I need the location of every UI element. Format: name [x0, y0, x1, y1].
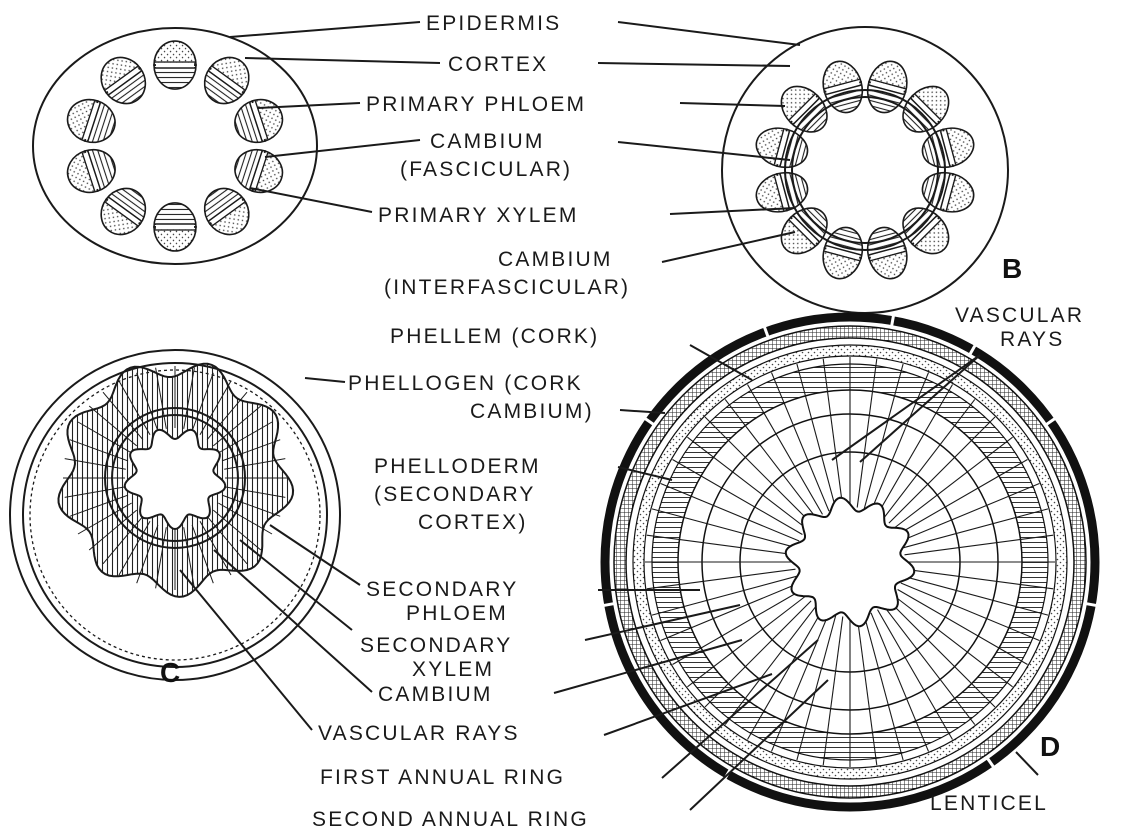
panel-a-primary-stem	[33, 28, 317, 264]
label-vascular-rays-d-1: VASCULAR	[955, 304, 1084, 327]
label-secondary-phloem-2: PHLOEM	[406, 602, 508, 625]
leader-cambium-inter	[662, 232, 795, 262]
panel-label-b: B	[1002, 253, 1022, 284]
leader-cortex-b	[598, 63, 790, 66]
label-primary-phloem: PRIMARY PHLOEM	[366, 93, 586, 116]
panel-d-lenticel	[1086, 604, 1098, 606]
leader-epidermis-b	[618, 22, 800, 45]
label-vascular-rays-c: VASCULAR RAYS	[318, 722, 520, 745]
panel-b-cambium-ring-outer	[785, 90, 945, 250]
label-phellem: PHELLEM (CORK)	[390, 325, 599, 348]
label-epidermis: EPIDERMIS	[426, 12, 561, 35]
label-phelloderm-3: CORTEX)	[418, 511, 528, 534]
panel-a-bundle	[229, 94, 288, 149]
label-secondary-xylem-2: XYLEM	[412, 658, 494, 681]
panel-a-bundle	[154, 203, 196, 251]
panel-label-d: D	[1040, 731, 1060, 762]
panel-d-lenticel	[602, 604, 614, 606]
label-first-annual-ring: FIRST ANNUAL RING	[320, 766, 565, 789]
label-secondary-phloem-1: SECONDARY	[366, 578, 518, 601]
panel-b-cambium-ring-inner	[792, 97, 938, 243]
panel-a-vascular-bundles	[62, 41, 288, 251]
panel-a-bundle	[62, 94, 121, 149]
panel-a-bundle	[154, 41, 196, 89]
panel-d-stem	[602, 314, 1098, 807]
panel-label-c: C	[160, 657, 180, 688]
label-secondary-xylem-1: SECONDARY	[360, 634, 512, 657]
label-phellogen-1: PHELLOGEN (CORK	[348, 372, 583, 395]
label-cambium-interfascicular-2: (INTERFASCICULAR)	[384, 276, 630, 299]
label-cambium-c: CAMBIUM	[378, 683, 493, 706]
label-phelloderm-2: (SECONDARY	[374, 483, 536, 506]
label-cambium-interfascicular-1: CAMBIUM	[498, 248, 613, 271]
leader-epidermis-a	[230, 22, 420, 37]
leader-cambium-c	[214, 550, 372, 692]
leader-primary-phloem-b	[680, 103, 785, 106]
label-cambium-fascicular-1: CAMBIUM	[430, 130, 545, 153]
panel-c-stem	[10, 350, 340, 680]
label-primary-xylem: PRIMARY XYLEM	[378, 204, 579, 227]
leader-cambium-fasc-a	[265, 140, 420, 157]
label-cambium-fascicular-2: (FASCICULAR)	[400, 158, 572, 181]
panel-b-stem	[722, 27, 1008, 313]
leader-vascular-rays-c	[180, 570, 312, 730]
panel-d-lenticel	[892, 314, 894, 326]
label-second-annual-ring: SECOND ANNUAL RING	[312, 808, 589, 831]
panel-a-cambium-gap	[156, 225, 194, 229]
panel-b-epidermis-outline	[722, 27, 1008, 313]
label-phellogen-2: CAMBIUM)	[470, 400, 594, 423]
panel-a-cambium-gap	[156, 63, 194, 67]
panel-a-bundle	[62, 144, 121, 199]
label-cortex: CORTEX	[448, 53, 548, 76]
label-phelloderm-1: PHELLODERM	[374, 455, 541, 478]
leader-phellogen-c	[305, 378, 345, 382]
leader-lenticel	[1016, 752, 1038, 775]
label-vascular-rays-d-2: RAYS	[1000, 328, 1064, 351]
label-lenticel: LENTICEL	[930, 792, 1048, 815]
leader-primary-xylem-a	[250, 188, 372, 212]
